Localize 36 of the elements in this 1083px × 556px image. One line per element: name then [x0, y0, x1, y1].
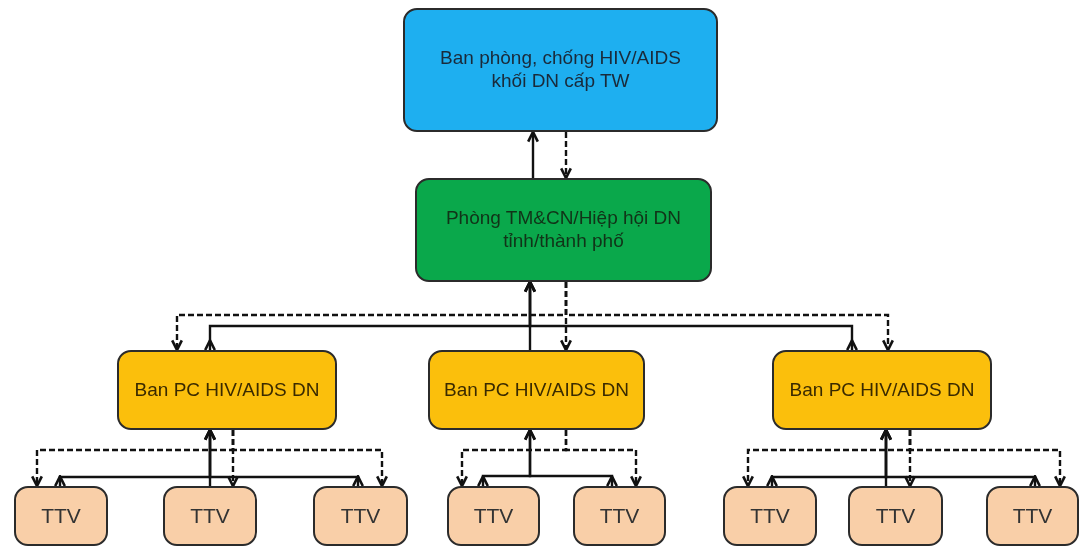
- unit-box: [428, 350, 645, 430]
- connector-arrow: [559, 132, 573, 180]
- unit-box: [117, 350, 337, 430]
- node-label: TTV: [750, 503, 790, 529]
- member-box: [986, 486, 1079, 546]
- node-label: Ban PC HIV/AIDS DN: [789, 378, 975, 402]
- unit-box: [772, 350, 992, 430]
- title-box: [403, 8, 718, 132]
- node-label: TTV: [599, 503, 640, 529]
- node-label: Phòng TM&CN/Hiệp hội DN tỉnh/thành phố: [444, 207, 683, 253]
- member-box: [163, 486, 257, 546]
- connector-arrow: [523, 280, 859, 352]
- connector-arrow: [523, 428, 619, 488]
- connector-arrow: [526, 130, 540, 178]
- node-label: TTV: [473, 503, 514, 529]
- member-box: [848, 486, 943, 546]
- member-box: [573, 486, 666, 546]
- organization-box: [415, 178, 712, 282]
- member-box: [447, 486, 540, 546]
- member-box: [14, 486, 108, 546]
- connector-arrow: [203, 428, 365, 488]
- node-label: Ban PC HIV/AIDS DN: [134, 378, 320, 402]
- node-label: Ban phòng, chống HIV/AIDS khối DN cấp TW: [439, 47, 682, 93]
- connector-arrow: [231, 430, 389, 488]
- node-label: TTV: [340, 503, 381, 529]
- node-label: Ban PC HIV/AIDS DN: [444, 378, 629, 402]
- node-label: TTV: [190, 503, 230, 529]
- connector-arrow: [879, 428, 1042, 488]
- connector-arrow: [908, 430, 1067, 488]
- member-box: [313, 486, 408, 546]
- connector-arrow: [564, 430, 643, 488]
- node-label: TTV: [41, 503, 81, 529]
- connector-arrow: [564, 282, 895, 352]
- member-box: [723, 486, 817, 546]
- node-label: TTV: [1012, 503, 1053, 529]
- node-label: TTV: [875, 503, 916, 529]
